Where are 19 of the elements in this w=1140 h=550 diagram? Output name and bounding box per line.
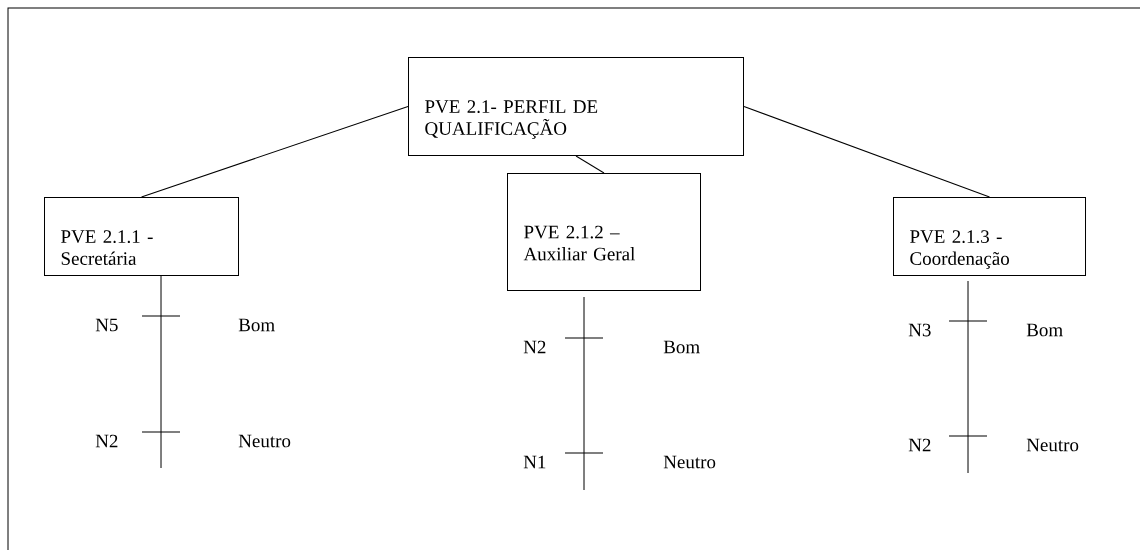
scale-label: N1 (523, 455, 546, 469)
connector-line (575, 155, 605, 174)
text-box: PVE 2.1.1 - Secretária (44, 197, 239, 276)
text-box: PVE 2.1.2 – Auxiliar Geral (507, 173, 701, 291)
text-box: PVE 2.1- PERFIL DE QUALIFICAÇÃO (408, 57, 744, 156)
scale-label: Neutro (1026, 438, 1079, 452)
scale-label: N2 (523, 340, 546, 354)
scale-label: N3 (908, 323, 931, 337)
connector-line (743, 106, 990, 198)
scale-label: Bom (663, 340, 700, 354)
scale-label: Bom (1026, 323, 1063, 337)
scale-label: Bom (238, 318, 275, 332)
scale-label: Neutro (238, 434, 291, 448)
scale-label: N2 (908, 438, 931, 452)
scale-label: N5 (95, 318, 118, 332)
connector-line (141, 106, 409, 198)
text-box: PVE 2.1.3 - Coordenação (893, 197, 1086, 276)
scale-label: N2 (95, 434, 118, 448)
scale-label: Neutro (663, 455, 716, 469)
